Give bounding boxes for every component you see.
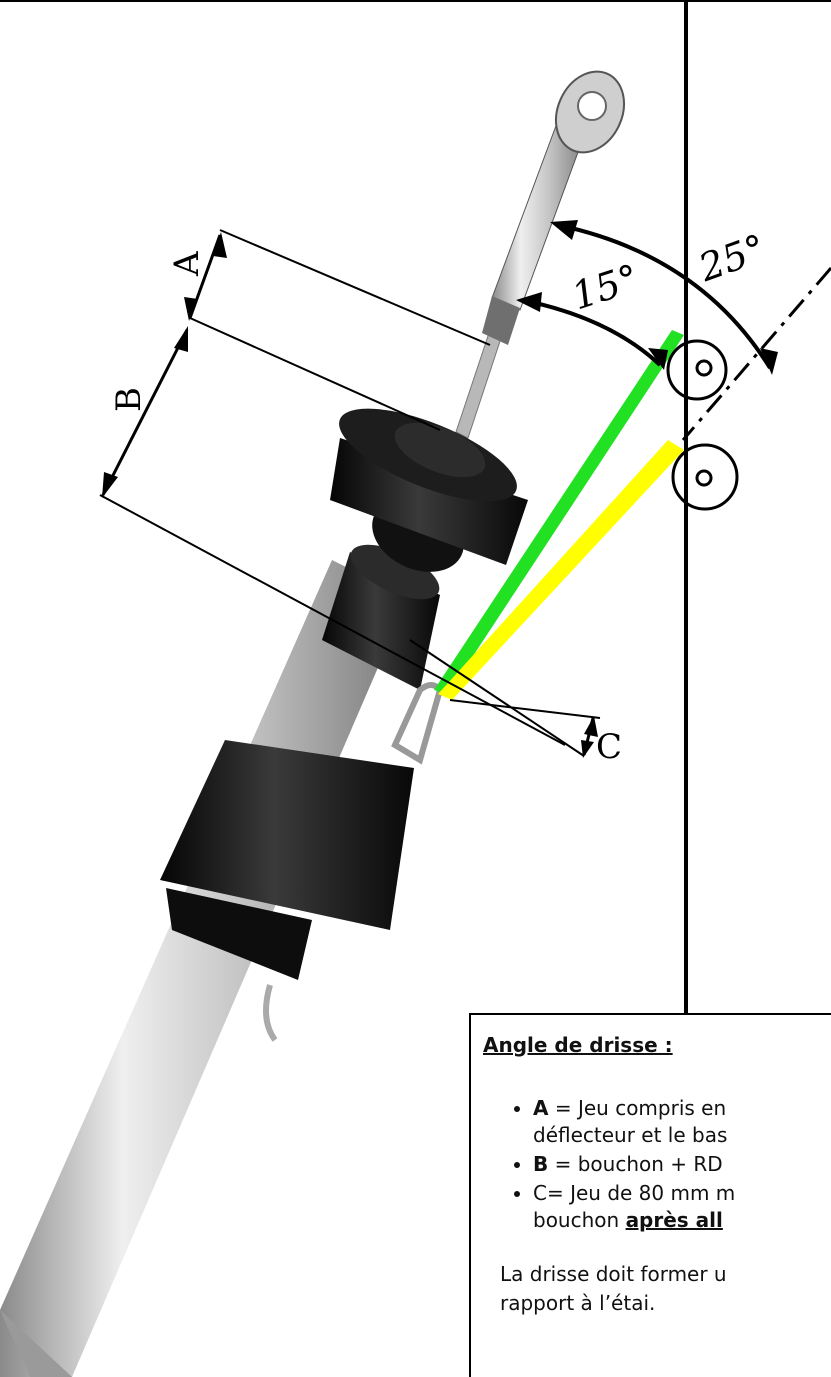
note-list: A = Jeu compris en déflecteur et le bas … — [483, 1095, 831, 1234]
dimension-b-arrow-top — [174, 326, 188, 352]
dimension-c-arrow-bottom — [581, 740, 594, 758]
foil-tube — [0, 560, 408, 1377]
shackle — [391, 682, 444, 765]
green-halyard — [434, 330, 684, 694]
dimension-c-extension-bottom — [409, 639, 585, 757]
angle-arc-15-arrow-start — [516, 292, 542, 312]
angle-arc-25 — [557, 223, 772, 370]
angle-arc-15-arrow-end — [648, 348, 668, 370]
foil-tube-tip — [0, 1310, 72, 1377]
note-item-b-key: B — [533, 1152, 549, 1176]
note-conclusion: La drisse doit former u rapport à l’étai… — [500, 1262, 727, 1315]
note-item-c: C= Jeu de 80 mm m bouchon après all — [533, 1180, 831, 1234]
note-item-b-text: = bouchon + RD — [548, 1152, 723, 1176]
upper-sleeve-top — [350, 544, 440, 600]
note-title: Angle de drisse : — [483, 1033, 673, 1057]
reference-axis-line — [681, 267, 831, 441]
note-item-c-emphasis: après all — [625, 1208, 723, 1232]
angle-arc-15 — [521, 298, 662, 367]
angle-label-25: 25° — [692, 226, 771, 291]
lower-pin — [263, 984, 278, 1042]
note-item-b: B = bouchon + RD — [533, 1151, 831, 1178]
dimension-b-line — [101, 329, 189, 496]
dimension-a-extension-bottom — [189, 317, 441, 431]
lower-clamp — [160, 740, 414, 930]
angle-arc-25-arrow-end — [760, 348, 778, 375]
note-item-c-text: C= Jeu de 80 mm m bouchon — [533, 1181, 736, 1232]
dimension-label-b: B — [109, 387, 149, 412]
yellow-halyard — [438, 440, 684, 700]
drum-hub — [394, 422, 486, 478]
lower-pulley-center — [695, 469, 713, 487]
dimension-b-extension-bottom — [99, 494, 566, 746]
dimension-c-extension-top — [449, 699, 601, 719]
note-item-a: A = Jeu compris en déflecteur et le bas — [533, 1095, 831, 1149]
dimension-b-arrow-bottom — [102, 472, 118, 498]
angle-arc-25-arrow-start — [550, 220, 578, 240]
upper-pulley-center — [695, 359, 713, 377]
eye-fitting-collar — [482, 296, 520, 345]
angle-label-15: 15° — [567, 256, 645, 319]
dimension-a-extension-top — [219, 229, 491, 346]
dimension-label-c: C — [596, 727, 622, 767]
halyard-angle-note: Angle de drisse : A = Jeu compris en déf… — [469, 1013, 831, 1377]
lower-clamp-bottom — [166, 888, 312, 980]
eye-fitting-hole — [577, 91, 607, 121]
dimension-c-arrow-top — [584, 716, 598, 737]
dimension-label-a: A — [167, 251, 207, 277]
dimension-a-arrow-top — [213, 232, 227, 258]
drum-body — [330, 438, 528, 565]
note-item-a-key: A — [533, 1096, 549, 1120]
dimension-a-arrow-bottom — [184, 297, 198, 321]
note-item-a-text: = Jeu compris en déflecteur et le bas — [533, 1096, 728, 1147]
